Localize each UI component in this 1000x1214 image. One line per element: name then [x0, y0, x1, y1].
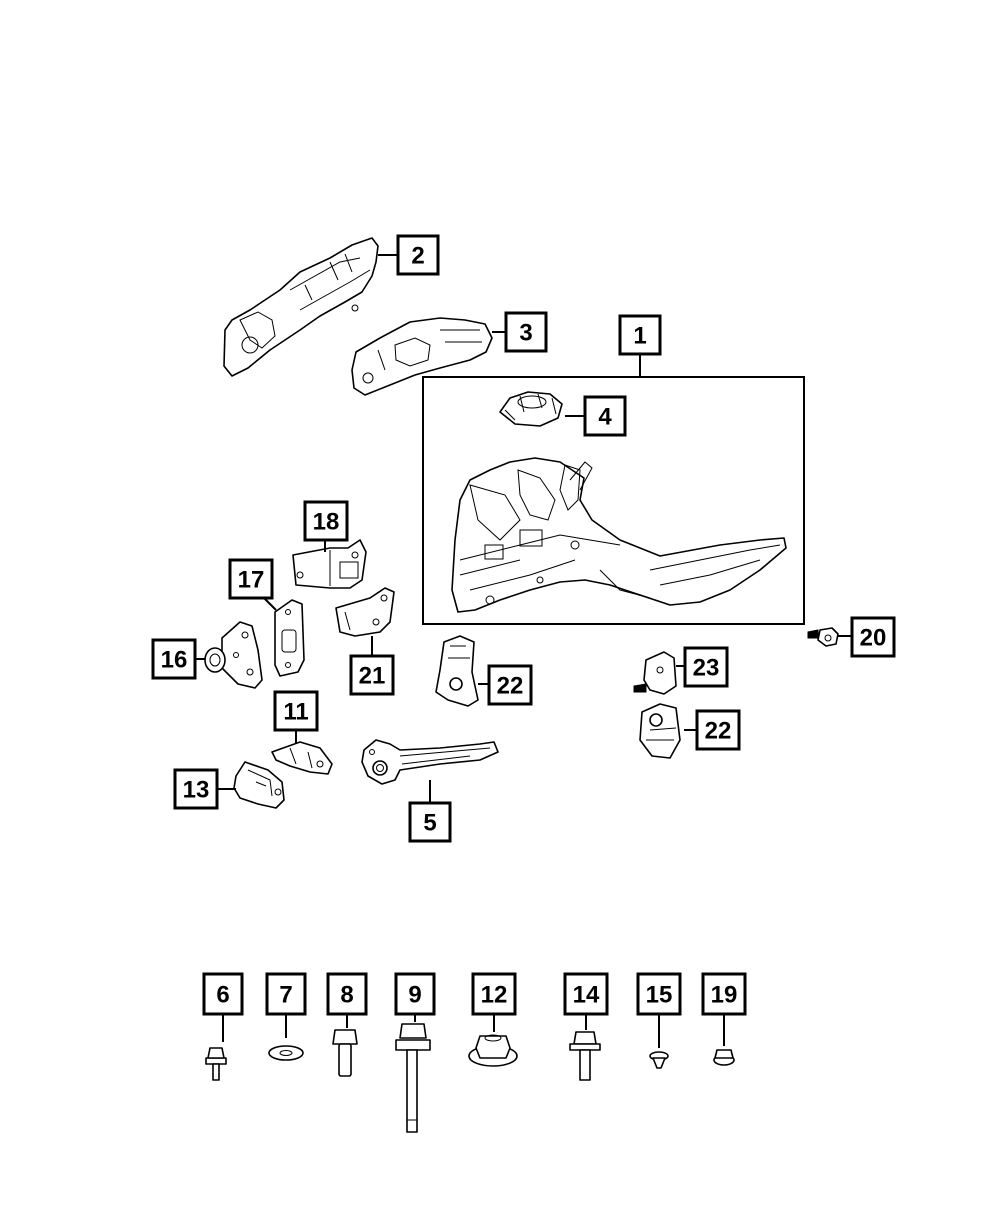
callout-label: 23	[693, 655, 720, 682]
callout-box	[471, 972, 517, 1016]
assembly-1-frame	[422, 376, 805, 625]
part-20-clip-illustration	[807, 627, 839, 647]
part-13-mount-illustration	[233, 761, 285, 809]
callout-label: 12	[481, 982, 508, 1009]
callout-label: 22	[705, 718, 732, 745]
callout-box	[701, 972, 747, 1016]
callout-label: 16	[161, 647, 188, 674]
part-19-nut-illustration	[713, 1049, 735, 1066]
part-18-bracket-illustration	[292, 539, 367, 589]
callout-label: 7	[279, 982, 292, 1009]
callout-label: 6	[216, 982, 229, 1009]
callout-c11: 11	[273, 690, 319, 732]
callout-box	[408, 801, 452, 843]
part-9-long-bolt-illustration	[395, 1023, 431, 1133]
callout-label: 22	[497, 673, 524, 700]
callout-box	[563, 972, 609, 1016]
callout-c13: 13	[173, 768, 219, 810]
callout-label: 4	[598, 404, 612, 431]
part-2-upper-rail-illustration	[223, 237, 379, 377]
callout-c20: 20	[850, 616, 896, 658]
callout-box	[273, 690, 319, 732]
callout-c5: 5	[408, 801, 452, 843]
callout-box	[394, 972, 436, 1016]
callout-box	[349, 654, 395, 696]
part-6-flange-bolt-illustration	[205, 1047, 227, 1081]
callout-box	[265, 972, 307, 1016]
callout-label: 3	[519, 320, 532, 347]
callout-label: 15	[646, 982, 673, 1009]
callout-c22a: 22	[487, 664, 533, 706]
part-11-bracket-illustration	[271, 741, 333, 775]
callout-c3: 3	[504, 311, 548, 353]
callout-label: 2	[411, 243, 424, 270]
callout-c23: 23	[683, 646, 729, 688]
callout-label: 11	[283, 699, 308, 726]
part-16-mount-bracket-illustration	[204, 621, 263, 689]
callout-c7: 7	[265, 972, 307, 1016]
callout-box	[228, 558, 274, 600]
callout-c12: 12	[471, 972, 517, 1016]
part-23-bracket-illustration	[633, 651, 677, 695]
callout-c17: 17	[228, 558, 274, 600]
callout-c19: 19	[701, 972, 747, 1016]
callout-box	[173, 768, 219, 810]
callout-c4: 4	[583, 395, 627, 437]
part-4-strut-cap-illustration	[499, 391, 563, 427]
callout-label: 1	[633, 323, 646, 350]
callout-label: 13	[183, 777, 210, 804]
part-3-lower-rail-illustration	[351, 317, 493, 396]
callout-c8: 8	[326, 972, 368, 1016]
callout-label: 19	[711, 982, 738, 1009]
part-1-front-structure-illustration	[451, 457, 787, 613]
callout-box	[487, 664, 533, 706]
callout-c2: 2	[396, 234, 440, 276]
part-15-push-clip-illustration	[649, 1051, 669, 1069]
part-22-gusset-left-illustration	[435, 635, 479, 707]
callout-box	[202, 972, 244, 1016]
callout-box	[396, 234, 440, 276]
callout-box	[618, 314, 662, 356]
callout-c6: 6	[202, 972, 244, 1016]
callout-c15: 15	[636, 972, 682, 1016]
part-21-small-bracket-illustration	[335, 587, 395, 637]
callout-c21: 21	[349, 654, 395, 696]
callout-c18: 18	[303, 500, 349, 542]
part-12-flange-nut-illustration	[468, 1034, 518, 1067]
callout-label: 18	[313, 509, 340, 536]
callout-c9: 9	[394, 972, 436, 1016]
callout-c1: 1	[618, 314, 662, 356]
callout-box	[683, 646, 729, 688]
callout-c16: 16	[151, 638, 197, 680]
part-14-flange-bolt-illustration	[569, 1031, 601, 1081]
part-22-gusset-right-illustration	[639, 703, 681, 759]
part-7-washer-illustration	[268, 1045, 304, 1061]
callout-label: 9	[408, 982, 421, 1009]
callout-box	[636, 972, 682, 1016]
callout-box	[151, 638, 197, 680]
callout-c14: 14	[563, 972, 609, 1016]
part-5-crossmember-illustration	[361, 739, 499, 785]
callout-box	[303, 500, 349, 542]
callout-label: 20	[860, 625, 887, 652]
callout-c22b: 22	[695, 709, 741, 751]
callout-box	[695, 709, 741, 751]
callout-label: 14	[573, 982, 600, 1009]
callout-box	[583, 395, 627, 437]
part-17-plate-illustration	[274, 599, 305, 677]
callout-label: 5	[423, 810, 436, 837]
callout-box	[326, 972, 368, 1016]
callout-label: 21	[359, 663, 386, 690]
callout-box	[850, 616, 896, 658]
callout-label: 8	[340, 982, 353, 1009]
callout-box	[504, 311, 548, 353]
part-8-hex-bolt-illustration	[332, 1029, 358, 1077]
callout-label: 17	[238, 567, 265, 594]
